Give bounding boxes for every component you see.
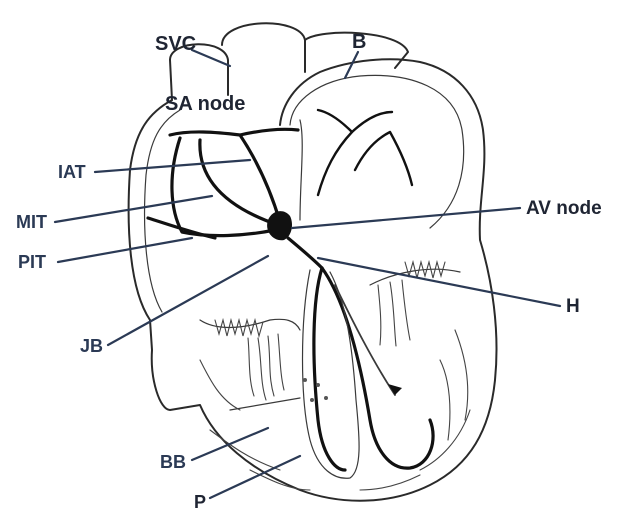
posterior-internodal-tract [172, 138, 275, 236]
interventricular-septum [303, 270, 360, 478]
leader-av-node [292, 208, 520, 228]
left-atrium-inner-wall [290, 75, 464, 228]
right-ventricle-trabeculae [215, 320, 263, 336]
leader-p [210, 456, 300, 498]
atrial-branch [148, 218, 215, 238]
leader-mit [55, 196, 212, 222]
aorta-vessel [222, 23, 305, 72]
left-papillary-fibers [378, 280, 410, 346]
label-pit: PIT [18, 252, 46, 272]
leader-h [318, 258, 560, 306]
leader-bb [192, 428, 268, 460]
ventricles [200, 269, 460, 478]
leader-pit [58, 238, 192, 262]
label-svc: SVC [155, 33, 196, 55]
label-sa-node: SA node [165, 93, 245, 115]
label-iat: IAT [58, 162, 86, 182]
label-jb: JB [80, 336, 103, 356]
fiber-dot [316, 383, 320, 387]
label-mit: MIT [16, 212, 47, 232]
label-bb: BB [160, 452, 186, 472]
pulmonary-vein-2 [352, 112, 392, 132]
fascicle-arrow-head [388, 384, 402, 395]
label-b: B [352, 31, 366, 53]
labels: SVC B SA node IAT MIT PIT AV node H JB B… [16, 31, 602, 512]
great-vessels [170, 23, 408, 100]
his-bundle [288, 238, 322, 268]
leader-b [345, 52, 358, 78]
pulmonary-veins [318, 110, 412, 195]
fiber-dot [324, 396, 328, 400]
pulmonary-vein-3 [355, 132, 412, 185]
label-av-node: AV node [526, 198, 602, 219]
left-anterior-fascicle [335, 285, 395, 395]
purkinje-fibers-right [200, 360, 310, 490]
fiber-dot [310, 398, 314, 402]
av-node-shape [267, 211, 292, 240]
moderator-band [230, 398, 300, 410]
anterior-internodal-tract [170, 132, 280, 222]
label-h: H [566, 296, 580, 317]
bachmann-bundle [240, 129, 298, 135]
label-p: P [194, 492, 206, 512]
fiber-dot [303, 378, 307, 382]
pulmonary-vein-1 [318, 110, 352, 195]
right-papillary-fibers [248, 334, 284, 400]
interatrial-septum [300, 120, 302, 220]
heart-outer-wall [129, 59, 497, 500]
heart-outline [129, 59, 497, 500]
